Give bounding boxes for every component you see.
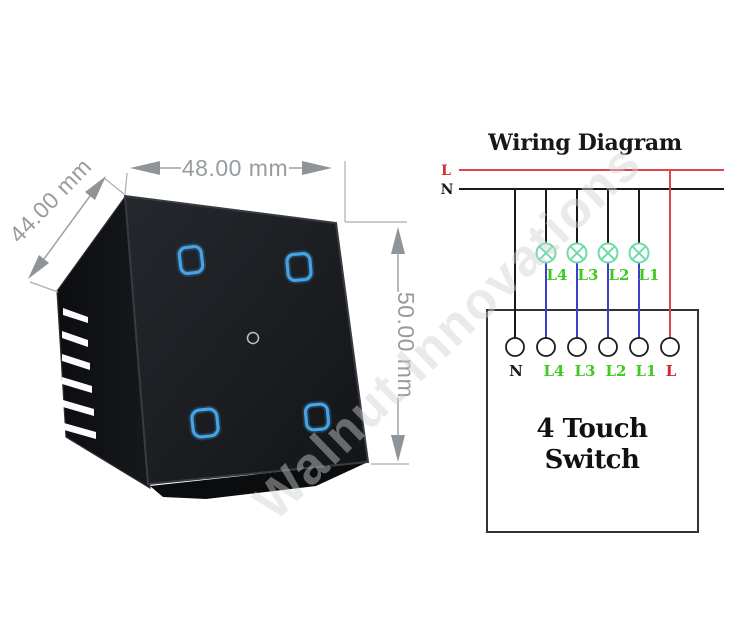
terminal [660, 337, 680, 357]
touch-switch-product [56, 194, 370, 499]
lamp-label: L4 [547, 266, 568, 284]
terminal-label: L4 [544, 362, 565, 380]
wiring-diagram: Wiring Diagram L N [441, 130, 724, 533]
touch-button [175, 243, 207, 277]
lamp-label: L1 [639, 266, 660, 284]
touch-button [302, 400, 332, 434]
extension-line [103, 177, 125, 195]
terminal [567, 337, 587, 357]
load-wires [545, 262, 640, 339]
dimension-height: 50.00 mm [371, 227, 419, 465]
switch-name-line1: 4 Touch [537, 414, 649, 444]
lamp-label: L2 [609, 266, 630, 284]
terminal [598, 337, 618, 357]
terminal-label: L [666, 362, 677, 380]
status-indicator [246, 331, 260, 345]
extension-line [29, 281, 59, 293]
lamp-labels: L4 L3 L2 L1 [547, 266, 660, 284]
terminals [505, 337, 680, 357]
height-dimension-label: 50.00 mm [393, 292, 419, 398]
switch-name-line2: Switch [545, 445, 640, 475]
switch-foot [150, 462, 368, 499]
touch-button [188, 405, 222, 441]
arrow-up-icon [391, 227, 405, 254]
terminal [505, 337, 525, 357]
lamp-icon [535, 242, 557, 264]
terminal [536, 337, 556, 357]
width-dimension-label: 48.00 mm [182, 155, 288, 181]
lamp-symbols [535, 242, 650, 264]
terminal-label: L2 [606, 362, 627, 380]
arrow-down-left-icon [28, 255, 49, 279]
arrow-left-icon [130, 161, 160, 175]
lamp-icon [597, 242, 619, 264]
lamp-feed-wires [545, 189, 640, 244]
lamp-icon [566, 242, 588, 264]
depth-dimension-label: 44.00 mm [4, 153, 97, 248]
arrow-down-icon [391, 435, 405, 462]
dimension-line [43, 195, 91, 260]
touch-buttons [175, 243, 332, 441]
dimension-width: 48.00 mm [124, 155, 407, 223]
wiring-diagram-title: Wiring Diagram [487, 130, 682, 156]
terminal-label: L3 [575, 362, 596, 380]
touch-button [283, 250, 315, 284]
live-rail-label: L [441, 163, 451, 179]
extension-line [124, 172, 128, 196]
arrow-right-icon [302, 161, 332, 175]
terminal [629, 337, 649, 357]
glass-panel [123, 194, 370, 486]
lamp-icon [628, 242, 650, 264]
terminal-labels: N L4 L3 L2 L1 L [509, 362, 677, 380]
lamp-label: L3 [578, 266, 599, 284]
terminal-label: L1 [636, 362, 657, 380]
vent-slots [62, 308, 96, 439]
neutral-rail-label: N [441, 182, 454, 198]
arrow-up-right-icon [85, 176, 106, 200]
terminal-label: N [509, 362, 523, 380]
